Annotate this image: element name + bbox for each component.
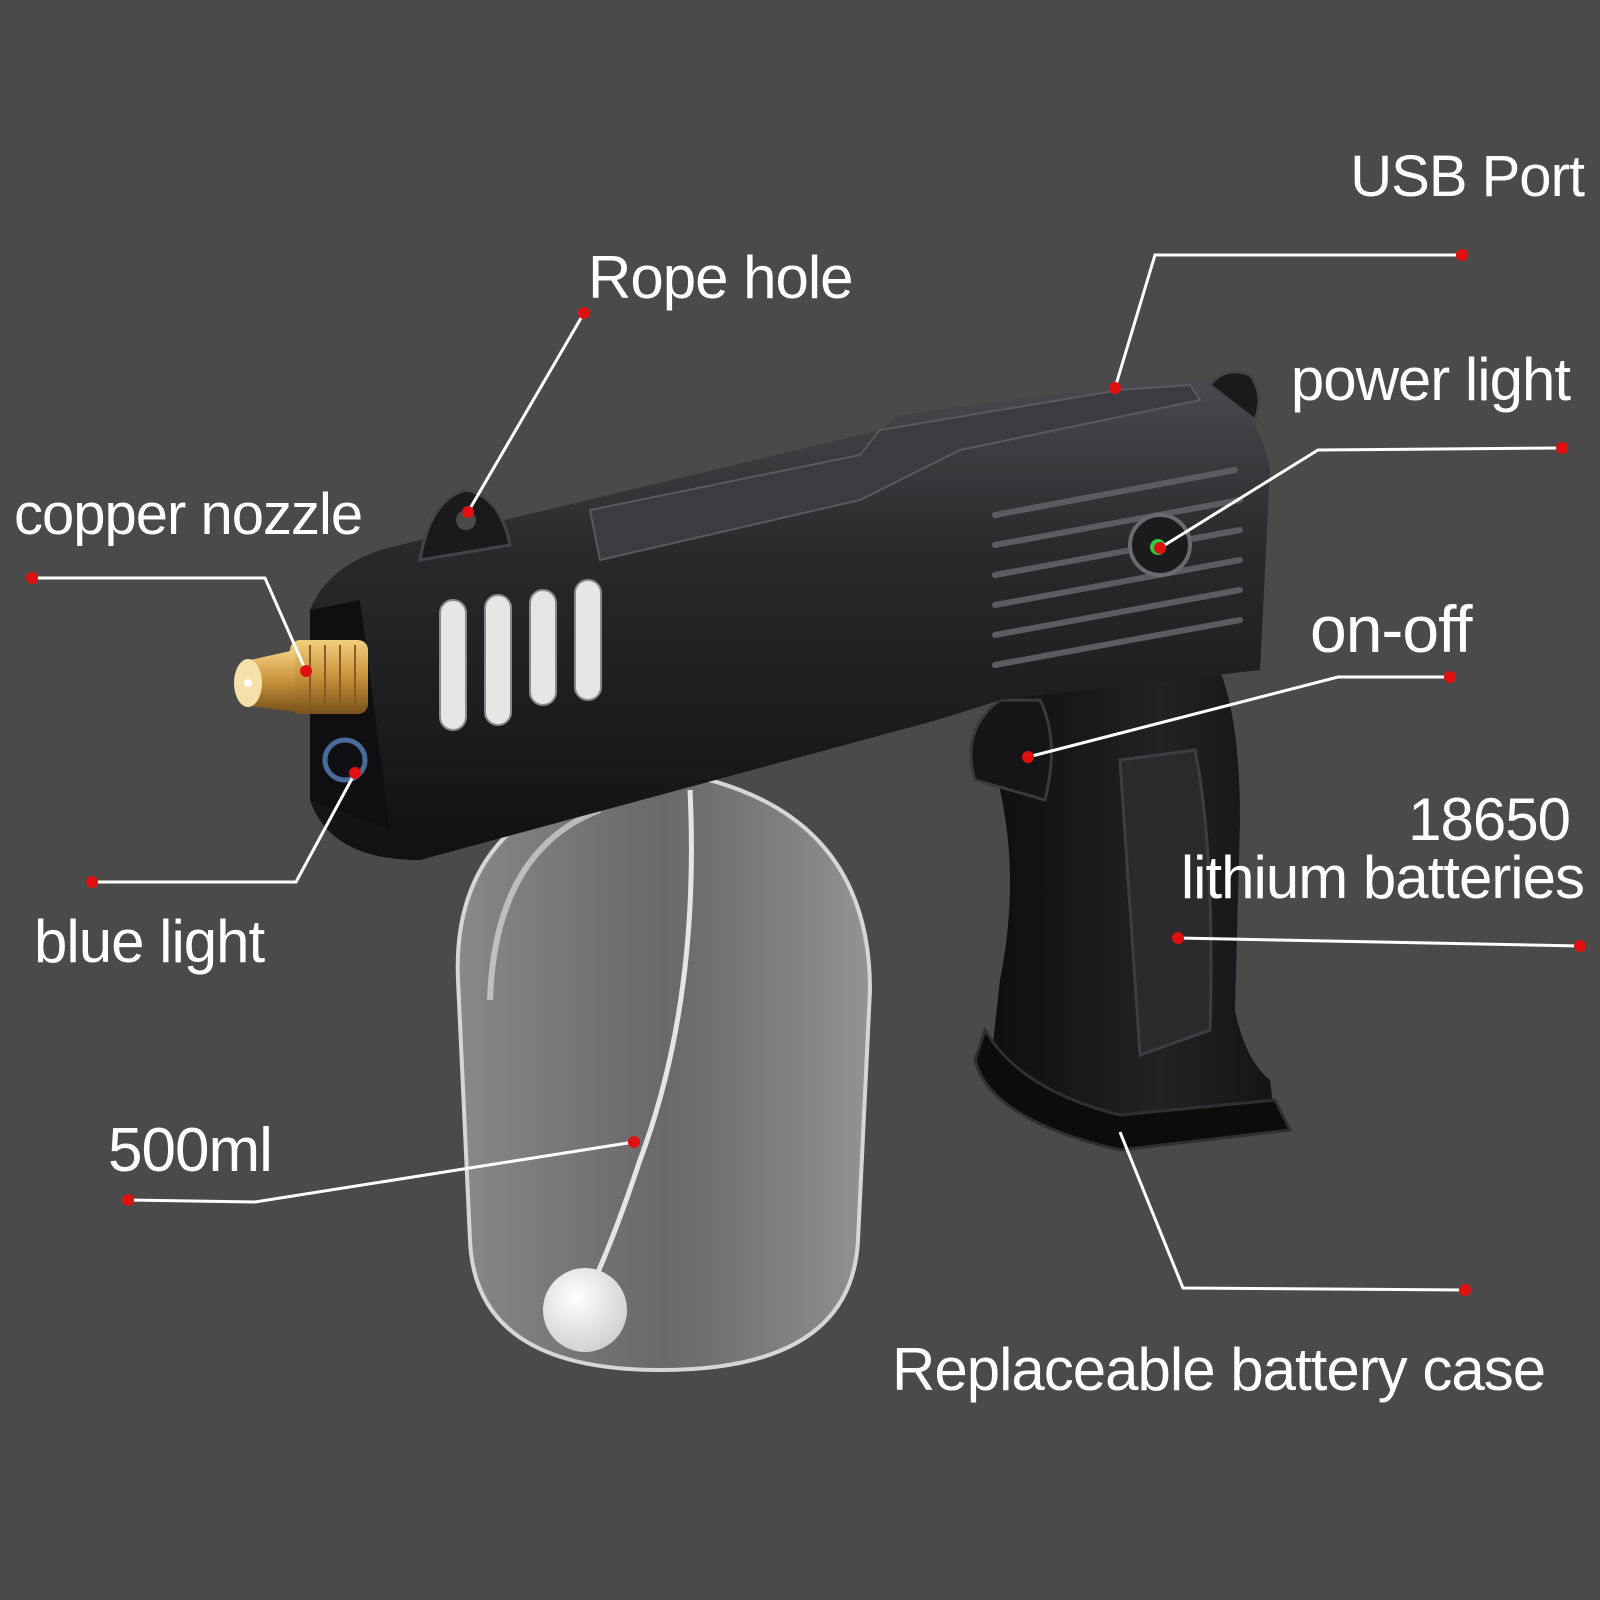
dot-on-off — [1022, 751, 1034, 763]
top-rail — [588, 383, 1202, 562]
trigger — [969, 698, 1053, 802]
leader-capacity — [127, 1140, 635, 1204]
dot-batteries — [1172, 932, 1184, 944]
bottle — [455, 767, 873, 1373]
suction-ball — [543, 1268, 627, 1352]
label-batteries-line1: 18650 — [1408, 786, 1571, 853]
nozzle-knurl — [309, 645, 356, 710]
label-copper-nozzle: copper nozzle — [14, 482, 363, 547]
dot-blue-light — [349, 767, 361, 779]
dot-copper-nozzle — [300, 665, 312, 677]
grip-texture-panel — [1118, 748, 1213, 1058]
dot-power-light — [1154, 542, 1166, 554]
marker-dots — [26, 249, 1586, 1296]
leader-lines — [32, 253, 1581, 1292]
bottle-highlight — [487, 807, 602, 1001]
label-batteries-line2: lithium batteries — [1180, 844, 1585, 911]
dot-usb-port — [1109, 382, 1121, 394]
label-capacity: 500ml — [108, 1116, 273, 1185]
nozzle-orifice — [244, 679, 252, 687]
nozzle-thread — [290, 640, 368, 714]
sprayer-body — [310, 380, 1270, 860]
label-power-light: power light — [1290, 346, 1571, 413]
dot-rope-hole — [462, 506, 474, 518]
leader-batteries — [1177, 936, 1581, 948]
dot-on-off-end — [1444, 671, 1456, 683]
suction-tube — [582, 789, 694, 1302]
leader-blue-light — [92, 772, 357, 884]
leader-on-off — [1027, 675, 1450, 759]
leader-battery-case — [1118, 1131, 1466, 1292]
leader-power-light — [1159, 446, 1563, 550]
vent-grille — [992, 467, 1243, 668]
leader-rope-hole — [466, 312, 586, 513]
rear-lug — [1207, 370, 1261, 423]
battery-case-base — [973, 1026, 1293, 1152]
dot-blue-light-end — [86, 876, 98, 888]
dot-batteries-end — [1574, 940, 1586, 952]
label-blue-light: blue light — [34, 908, 265, 975]
dot-capacity-end — [122, 1194, 134, 1206]
leader-copper-nozzle — [32, 576, 308, 672]
leader-usb-port — [1113, 253, 1462, 389]
label-on-off: on-off — [1310, 592, 1473, 666]
label-rope-hole: Rope hole — [588, 244, 854, 311]
dot-power-light-end — [1556, 442, 1568, 454]
label-usb-port: USB Port — [1350, 144, 1585, 209]
dot-usb-port-end — [1456, 249, 1468, 261]
label-battery-case: Replaceable battery case — [892, 1336, 1546, 1403]
front-slots — [439, 579, 602, 731]
dot-rope-hole-end — [578, 307, 590, 319]
dot-battery-case-end — [1459, 1284, 1471, 1296]
dot-capacity — [628, 1136, 640, 1148]
dot-copper-nozzle-end — [26, 572, 38, 584]
